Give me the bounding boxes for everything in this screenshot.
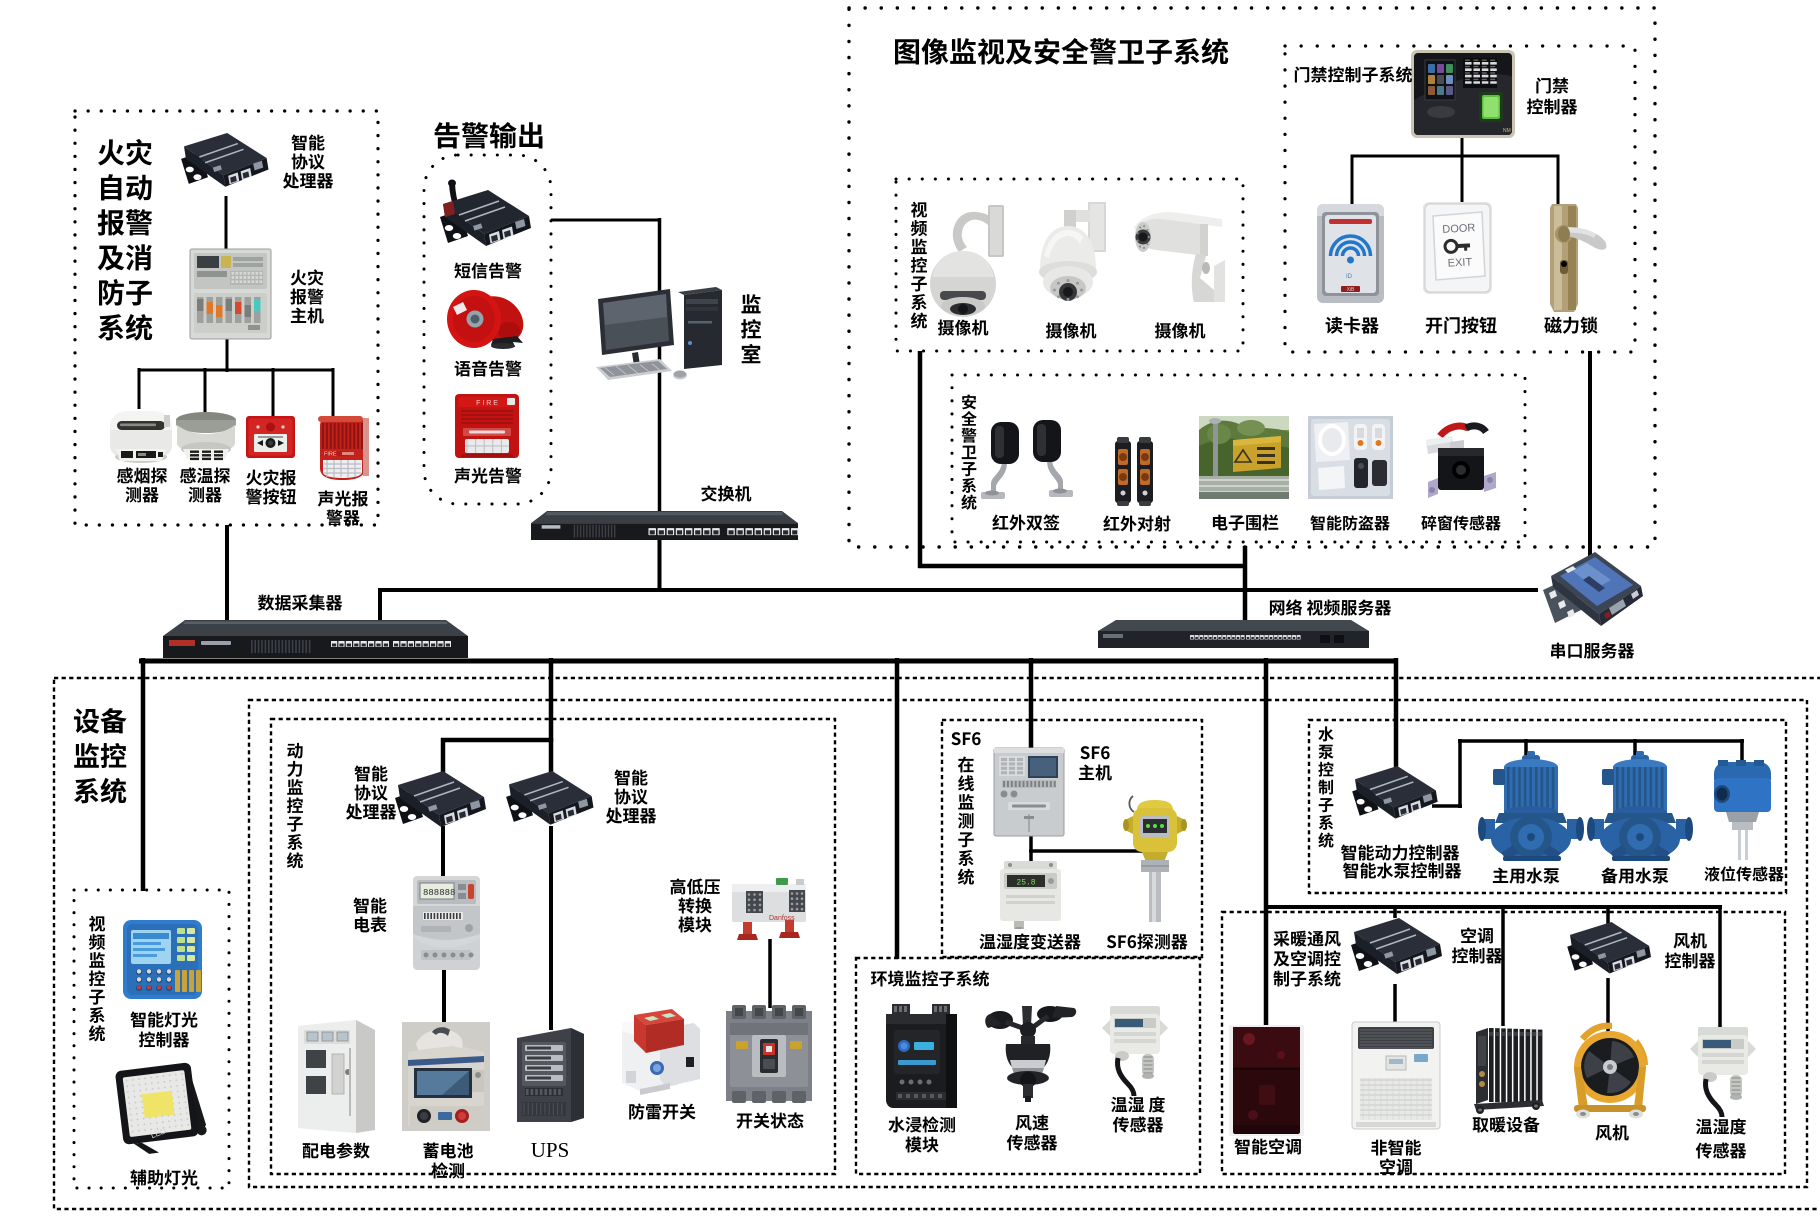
svg-text:FIRE: FIRE bbox=[324, 452, 337, 458]
svg-text:EXIT: EXIT bbox=[1447, 256, 1472, 269]
svg-text:UPS: UPS bbox=[531, 1138, 570, 1162]
svg-text:888888: 888888 bbox=[423, 888, 455, 898]
svg-text:ID: ID bbox=[1346, 274, 1353, 280]
svg-text:Danfoss: Danfoss bbox=[769, 915, 795, 922]
svg-text:NM: NM bbox=[1503, 128, 1511, 134]
svg-text:F I R E: F I R E bbox=[476, 400, 498, 407]
svg-text:25.8: 25.8 bbox=[1016, 879, 1035, 888]
svg-text:DOOR: DOOR bbox=[1442, 222, 1476, 236]
svg-text:XiB: XiB bbox=[1347, 287, 1355, 293]
